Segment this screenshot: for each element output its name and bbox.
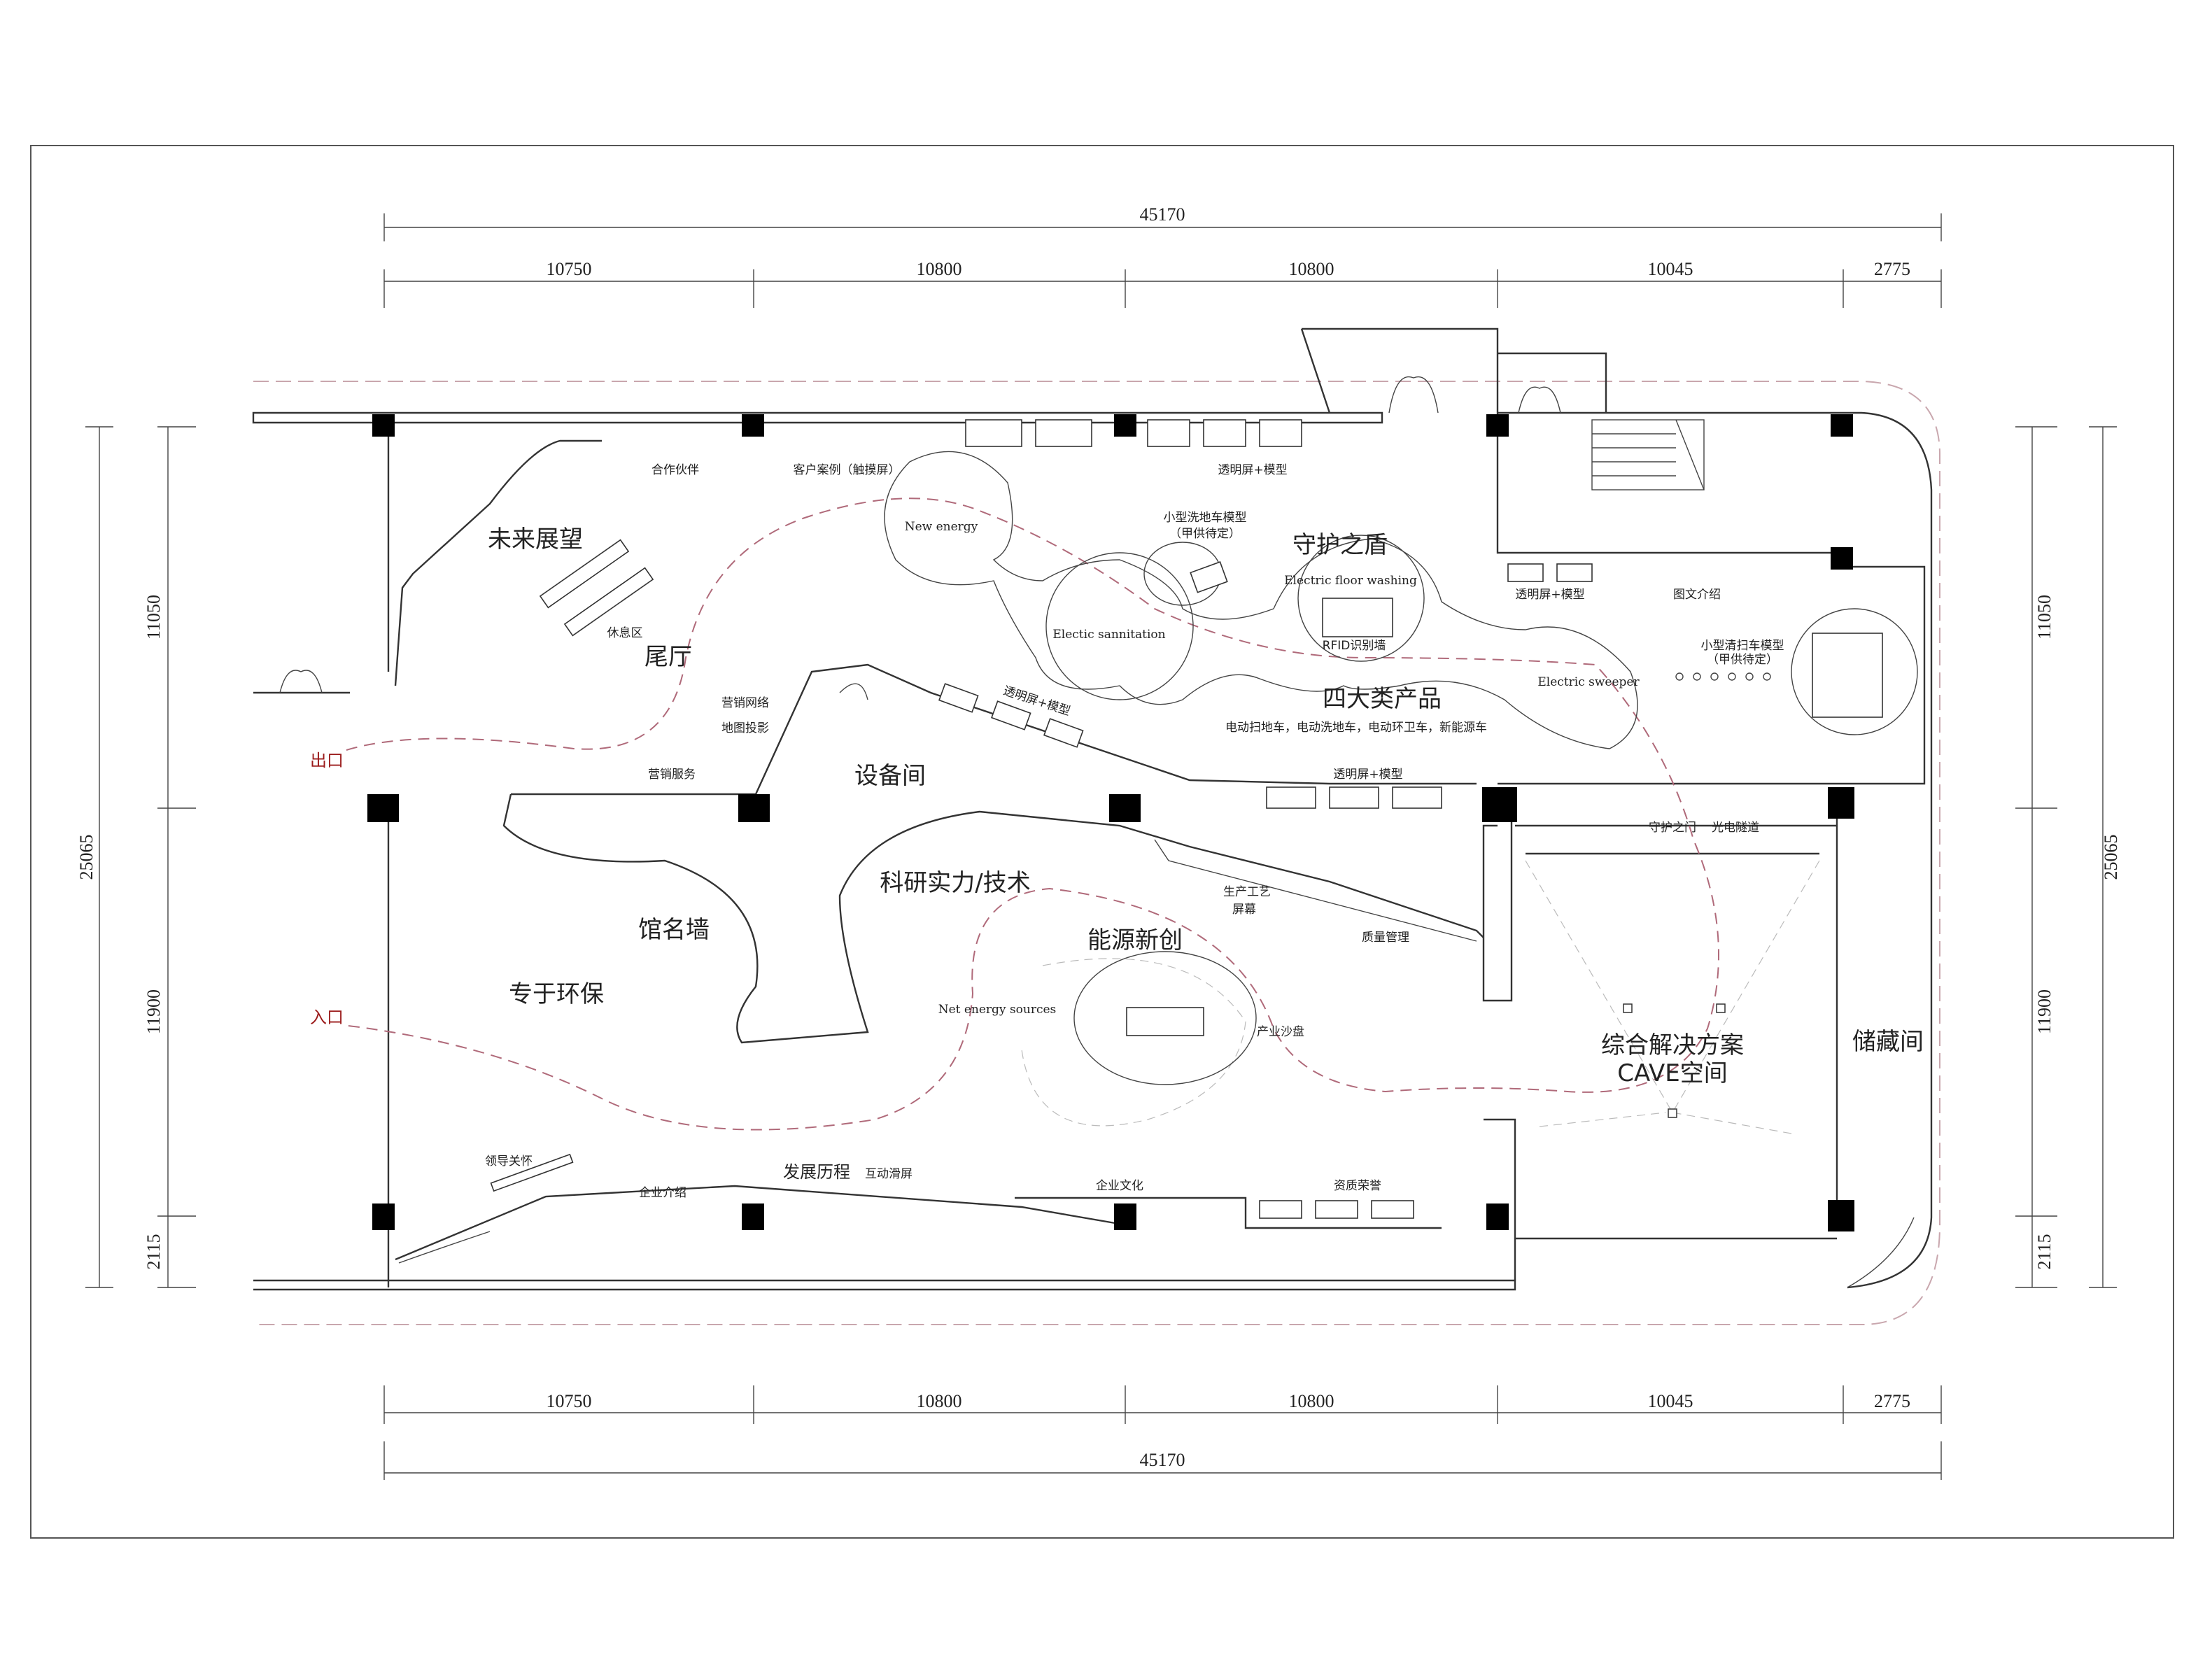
label-company-intro: 企业介绍 [639, 1186, 686, 1200]
label-screen-model-lower: 透明屏+模型 [1333, 768, 1402, 782]
label-light-tunnel: 光电隧道 [1712, 821, 1759, 835]
dim-left-seg-1: 11050 [143, 595, 164, 640]
label-floor-washing-en: Electric floor washing [1284, 574, 1417, 588]
label-future-outlook: 未来展望 [488, 525, 583, 553]
label-marketing-network: 营销网络 [721, 696, 769, 710]
dim-left-seg-2: 11900 [143, 989, 164, 1034]
label-new-energy-sources-en: Net energy sources [938, 1003, 1057, 1017]
label-storage: 储藏间 [1852, 1028, 1924, 1056]
dim-top-seg-5: 2775 [1874, 259, 1910, 279]
cave-nodes [1623, 672, 1771, 1118]
label-honors: 资质荣誉 [1334, 1179, 1381, 1193]
structural-columns [367, 414, 1854, 1231]
dim-bottom-seg-4: 10045 [1648, 1391, 1693, 1411]
building-walls [252, 327, 1933, 1291]
dimension-left: 25065 11050 11900 2115 [76, 426, 196, 1288]
label-rfid: RFID识别墙 [1323, 639, 1386, 653]
label-research: 科研实力/技术 [880, 869, 1030, 897]
label-transparent-model-right: 透明屏+模型 [1515, 588, 1584, 602]
dim-top-seg-4: 10045 [1648, 259, 1693, 279]
dim-bottom-seg-5: 2775 [1874, 1391, 1910, 1411]
display-cases [490, 419, 1883, 1219]
label-small-scrubber-sub: （甲供待定） [1169, 527, 1241, 541]
label-exit: 出口 [310, 751, 344, 770]
sheet-frame [30, 145, 2174, 1539]
dim-right-seg-2: 11900 [2034, 989, 2055, 1034]
label-guard-shield: 守护之盾 [1292, 531, 1388, 559]
site-boundary [253, 381, 1940, 1325]
dimension-right: 11050 11900 2115 25065 [2015, 426, 2121, 1288]
label-leadership: 领导关怀 [485, 1155, 533, 1169]
label-equipment-room: 设备间 [854, 762, 926, 790]
label-small-sweeper: 小型清扫车模型 [1701, 639, 1784, 653]
label-four-products-sub: 电动扫地车，电动洗地车，电动环卫车，新能源车 [1225, 721, 1487, 735]
label-small-sweeper-sub: （甲供待定） [1707, 653, 1778, 667]
label-cave: 综合解决方案 [1601, 1031, 1744, 1059]
dim-right-seg-1: 11050 [2034, 595, 2055, 640]
label-sweeper-en: Electric sweeper [1537, 675, 1640, 689]
dim-bottom-seg-2: 10800 [917, 1391, 962, 1411]
exhibit-partitions [394, 439, 1484, 1264]
label-corporate-culture: 企业文化 [1096, 1179, 1143, 1193]
staircase [1591, 419, 1705, 490]
dim-right-total: 25065 [2101, 835, 2121, 880]
label-screen-model-top: 透明屏+模型 [1218, 463, 1287, 477]
label-quality-mgmt: 质量管理 [1362, 931, 1409, 945]
dim-left-total: 25065 [76, 835, 97, 880]
label-tail-hall: 尾厅 [644, 643, 692, 671]
visitor-route [342, 497, 1820, 1134]
label-env-focus: 专于环保 [509, 980, 604, 1008]
dim-bottom-total: 45170 [1140, 1450, 1185, 1470]
zone-labels: 合作伙伴 客户案例（触摸屏） 透明屏+模型 未来展望 休息区 尾厅 New en… [310, 463, 1924, 1200]
doors [279, 376, 1561, 700]
label-museum-wall: 馆名墙 [638, 916, 710, 944]
dim-left-seg-3: 2115 [143, 1234, 164, 1269]
label-client-cases: 客户案例（触摸屏） [794, 463, 901, 477]
label-marketing-service: 营销服务 [648, 768, 696, 782]
dim-top-seg-1: 10750 [547, 259, 592, 279]
zone-circles [884, 451, 1918, 1085]
dim-bottom-seg-1: 10750 [547, 1391, 592, 1411]
label-new-energy-en: New energy [905, 520, 978, 534]
label-small-scrubber: 小型洗地车模型 [1164, 511, 1247, 525]
dim-right-seg-3: 2115 [2034, 1234, 2055, 1269]
label-production-process: 生产工艺 [1223, 885, 1271, 899]
label-guard-gate: 守护之门 [1649, 821, 1696, 835]
dimension-top: 45170 10750 10800 10800 10045 2775 [383, 204, 1942, 308]
label-interactive-screen: 互动滑屏 [865, 1167, 913, 1181]
label-four-products: 四大类产品 [1323, 685, 1442, 713]
dim-bottom-seg-3: 10800 [1289, 1391, 1334, 1411]
label-production-process-sub: 屏幕 [1232, 903, 1256, 917]
dimension-bottom: 10750 10800 10800 10045 2775 45170 [383, 1385, 1942, 1480]
label-cave-sub: CAVE空间 [1617, 1059, 1728, 1087]
label-marketing-network-sub: 地图投影 [721, 721, 769, 735]
label-partners: 合作伙伴 [651, 463, 699, 477]
label-graphic-intro: 图文介绍 [1673, 588, 1721, 602]
label-history: 发展历程 [783, 1162, 850, 1182]
dim-top-total: 45170 [1140, 204, 1185, 225]
dim-top-seg-3: 10800 [1289, 259, 1334, 279]
dim-top-seg-2: 10800 [917, 259, 962, 279]
label-sanitation-en: Electic sannitation [1052, 628, 1165, 642]
label-energy-innovation: 能源新创 [1087, 926, 1183, 954]
label-rest-area: 休息区 [607, 626, 643, 640]
label-industry-sandtable: 产业沙盘 [1257, 1025, 1304, 1039]
label-entrance: 入口 [310, 1008, 344, 1027]
